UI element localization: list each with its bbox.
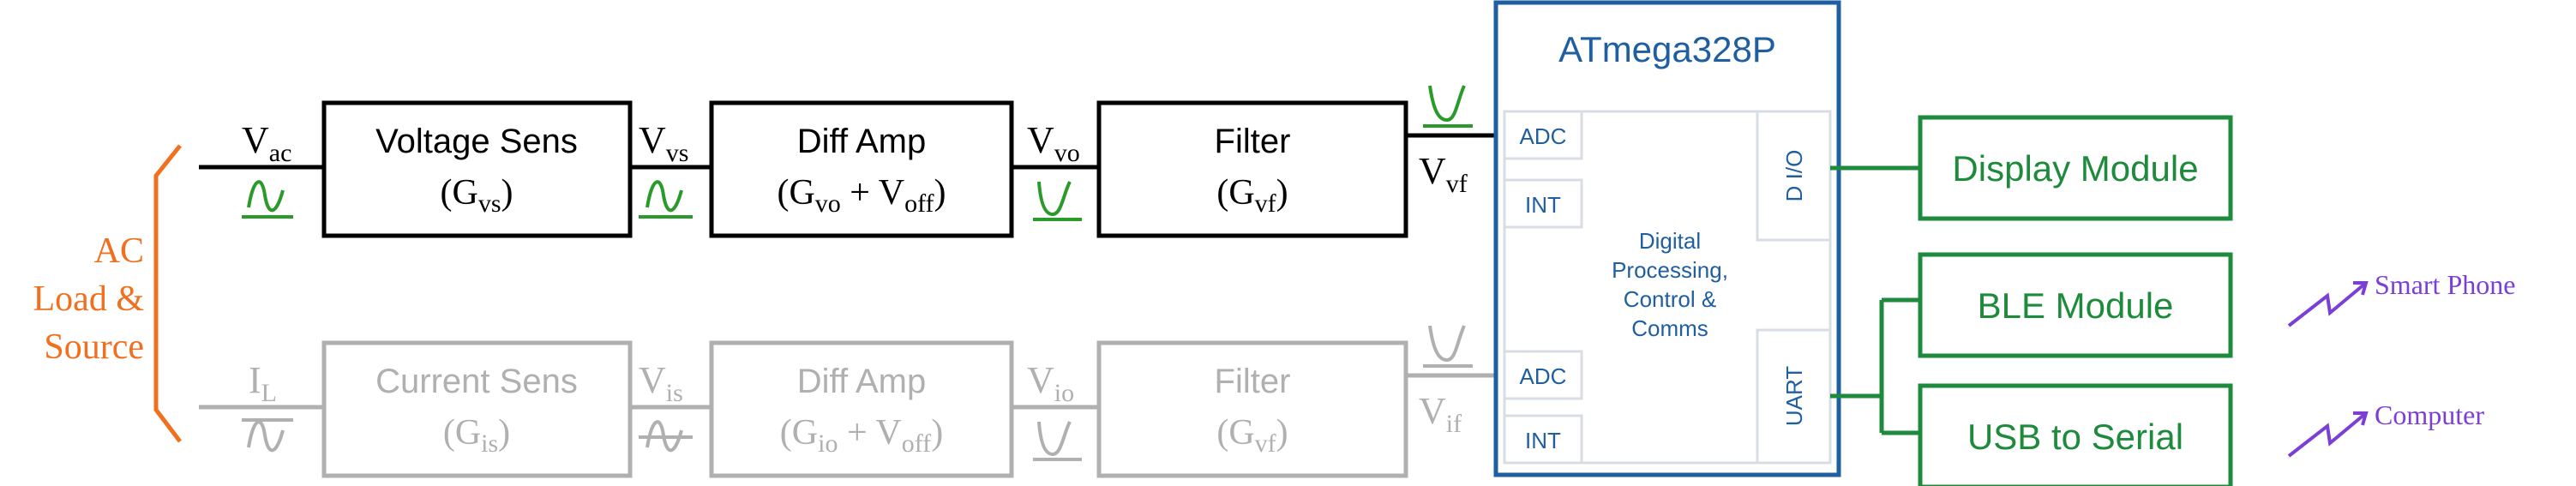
voltage-diff-amp-expr: (Gvo + Voff) bbox=[777, 173, 946, 218]
usb-serial-label: USB to Serial bbox=[1967, 417, 2183, 457]
waveform-il-icon bbox=[242, 418, 293, 453]
signal-vvo-label: Vvo bbox=[1027, 119, 1080, 167]
wireless-link-computer-icon bbox=[2287, 411, 2369, 458]
mcu-atmega328p: ATmega328P ADC INT ADC INT D I/O UART Di… bbox=[1493, 0, 1841, 477]
signal-vis-label: Vis bbox=[639, 359, 683, 407]
voltage-chain: Vac Voltage Sens (Gvs) Vvs Diff Amp (Gvo… bbox=[199, 85, 1496, 238]
ble-module-block bbox=[1918, 252, 2233, 358]
endpoints: Smart Phone Computer bbox=[2287, 269, 2515, 458]
port-uart bbox=[1756, 328, 1832, 465]
display-module-block bbox=[1918, 115, 2233, 221]
port-dio-label: D I/O bbox=[1781, 150, 1807, 202]
waveform-vif-icon bbox=[1423, 325, 1473, 368]
mcu-core-area bbox=[1503, 110, 1832, 465]
port-uart-label: UART bbox=[1781, 366, 1807, 426]
current-sensor-block bbox=[321, 340, 633, 478]
mcu-core-line2: Processing, bbox=[1612, 257, 1728, 283]
voltage-diff-amp-block bbox=[709, 100, 1014, 238]
port-adc-current bbox=[1503, 350, 1583, 400]
current-filter-gain: (Gvf) bbox=[1216, 413, 1288, 458]
source-label-line3: Source bbox=[44, 327, 144, 367]
smart-phone-label: Smart Phone bbox=[2375, 269, 2515, 300]
waveform-vio-icon bbox=[1033, 421, 1082, 461]
output-modules: Display Module BLE Module USB to Serial bbox=[1830, 115, 2233, 486]
voltage-filter-gain: (Gvf) bbox=[1216, 173, 1288, 218]
source-bracket bbox=[153, 144, 182, 443]
ble-module-label: BLE Module bbox=[1978, 285, 2174, 326]
wireless-link-phone-icon bbox=[2287, 281, 2369, 327]
signal-vif-label: Vif bbox=[1419, 390, 1462, 438]
voltage-filter-block bbox=[1096, 100, 1408, 238]
waveform-vvf-icon bbox=[1423, 85, 1473, 128]
mcu-core-line1: Digital bbox=[1639, 228, 1701, 254]
current-diff-amp-block bbox=[709, 340, 1014, 478]
waveform-vac-icon bbox=[242, 180, 293, 219]
current-filter-block bbox=[1096, 340, 1408, 478]
port-int-current-label: INT bbox=[1525, 428, 1561, 453]
mcu-title: ATmega328P bbox=[1558, 29, 1776, 69]
signal-vio-label: Vio bbox=[1027, 359, 1074, 407]
port-adc-current-label: ADC bbox=[1520, 363, 1567, 389]
voltage-sensor-block bbox=[321, 100, 633, 238]
port-int-current bbox=[1503, 414, 1583, 465]
source-label-line2: Load & bbox=[33, 279, 144, 319]
current-diff-amp-expr: (Gio + Voff) bbox=[780, 413, 943, 458]
signal-vvf-label: Vvf bbox=[1419, 150, 1468, 198]
waveform-vvs-icon bbox=[639, 180, 693, 219]
current-sensor-name: Current Sens bbox=[375, 363, 578, 400]
port-int-voltage bbox=[1503, 178, 1583, 229]
port-adc-voltage bbox=[1503, 110, 1583, 160]
current-sensor-gain: (Gis) bbox=[443, 413, 510, 458]
waveform-vvo-icon bbox=[1033, 181, 1082, 221]
ac-source: AC Load & Source bbox=[33, 144, 182, 443]
usb-serial-block bbox=[1918, 383, 2233, 486]
current-chain: IL Current Sens (Gis) Vis Diff Amp (Gio … bbox=[199, 325, 1496, 478]
voltage-sensor-name: Voltage Sens bbox=[375, 123, 578, 160]
signal-il-label: IL bbox=[249, 359, 277, 407]
voltage-diff-amp-name: Diff Amp bbox=[797, 123, 926, 160]
port-dio bbox=[1756, 110, 1832, 242]
current-diff-amp-name: Diff Amp bbox=[797, 363, 926, 400]
voltage-sensor-gain: (Gvs) bbox=[440, 173, 513, 218]
port-adc-voltage-label: ADC bbox=[1520, 123, 1567, 149]
waveform-vis-icon bbox=[639, 420, 693, 453]
port-int-voltage-label: INT bbox=[1525, 192, 1561, 218]
signal-vvs-label: Vvs bbox=[639, 119, 688, 167]
source-label-line1: AC bbox=[94, 231, 144, 271]
display-module-label: Display Module bbox=[1952, 148, 2198, 189]
computer-label: Computer bbox=[2375, 399, 2484, 430]
voltage-filter-name: Filter bbox=[1215, 123, 1291, 160]
mcu-core-line4: Comms bbox=[1631, 315, 1708, 341]
signal-vac-label: Vac bbox=[242, 119, 291, 167]
current-filter-name: Filter bbox=[1215, 363, 1291, 400]
mcu-core-line3: Control & bbox=[1624, 286, 1716, 312]
